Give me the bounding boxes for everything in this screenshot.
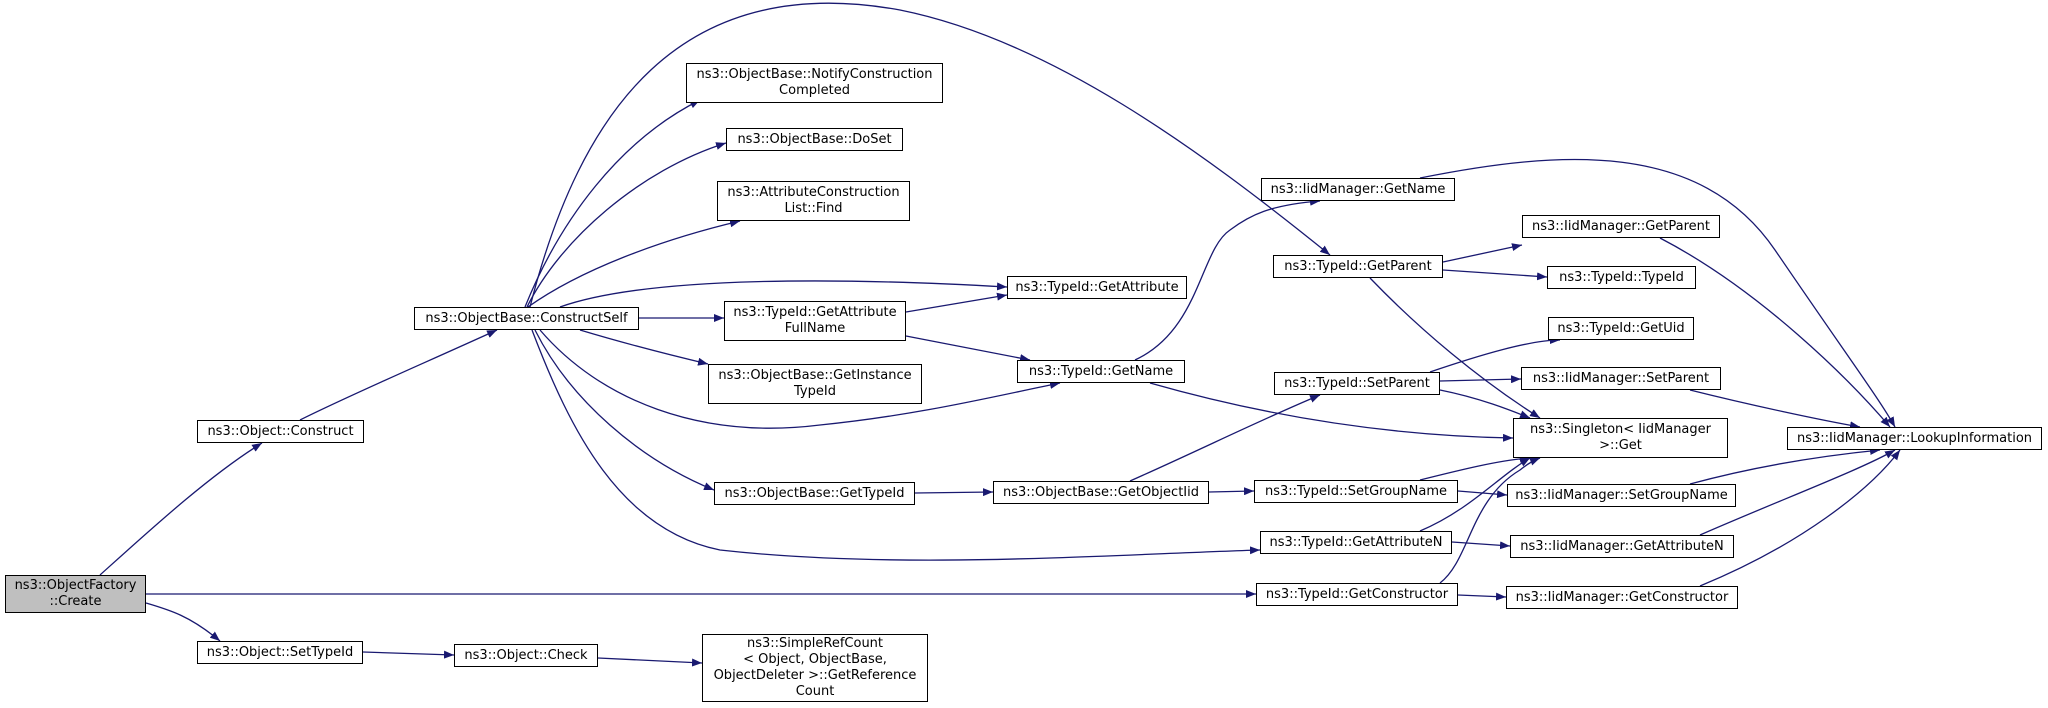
edge-getparent-to-iidgetparent (1442, 243, 1523, 263)
node-typeid-getname[interactable]: ns3::TypeId::GetName (1017, 360, 1185, 383)
node-objectbase-getobjectiid[interactable]: ns3::ObjectBase::GetObjectIid (993, 481, 1209, 504)
node-iidmanager-getname[interactable]: ns3::IidManager::GetName (1261, 178, 1455, 201)
node-typeid-getattributefullname[interactable]: ns3::TypeId::GetAttribute FullName (724, 301, 906, 341)
node-iidmanager-setparent[interactable]: ns3::IidManager::SetParent (1521, 367, 1721, 390)
node-iidmanager-lookupinformation[interactable]: ns3::IidManager::LookupInformation (1787, 427, 2042, 450)
node-typeid-getconstructor[interactable]: ns3::TypeId::GetConstructor (1256, 583, 1458, 606)
node-object-settypeid[interactable]: ns3::Object::SetTypeId (197, 641, 363, 664)
edge-setparent-to-iidsetparent (1439, 375, 1522, 384)
edge-iidgetname-to-lookup (1419, 158, 1896, 428)
edge-layer (99, 2, 1901, 667)
node-attributeconstructionlist-find[interactable]: ns3::AttributeConstruction List::Find (717, 181, 910, 221)
node-iidmanager-getattributen[interactable]: ns3::IidManager::GetAttributeN (1510, 535, 1734, 558)
node-objectbase-getinstancetypeid[interactable]: ns3::ObjectBase::GetInstance TypeId (708, 364, 922, 404)
edge-create-to-settypeid (145, 602, 221, 642)
node-objectbase-notifyconstructioncompleted[interactable]: ns3::ObjectBase::NotifyConstruction Comp… (686, 63, 943, 103)
node-typeid-typeid[interactable]: ns3::TypeId::TypeId (1547, 266, 1696, 289)
edge-getattributen-to-iidgetattributen (1451, 541, 1511, 550)
edge-constructself-to-getinstancetypeid (579, 329, 709, 366)
node-typeid-getattribute[interactable]: ns3::TypeId::GetAttribute (1007, 276, 1187, 299)
node-typeid-getparent[interactable]: ns3::TypeId::GetParent (1273, 255, 1443, 278)
node-iidmanager-getconstructor[interactable]: ns3::IidManager::GetConstructor (1506, 586, 1738, 609)
edge-constructself-to-gettypeid (534, 329, 715, 491)
node-simplerefcount-getreferencecount[interactable]: ns3::SimpleRefCount < Object, ObjectBase… (702, 634, 928, 702)
edge-getattributen-to-singleton (1419, 457, 1531, 532)
edge-getparent-to-singleton (1369, 277, 1541, 419)
node-singleton-iidmanager-get[interactable]: ns3::Singleton< IidManager >::Get (1513, 418, 1728, 458)
edge-gettypeid-to-getobjectiid (914, 488, 994, 497)
edge-constructself-to-notify (524, 99, 701, 308)
edge-getname-to-iidgetname (1134, 197, 1321, 361)
edge-getconstructor-to-iidgetconstructor (1457, 592, 1507, 601)
node-object-construct[interactable]: ns3::Object::Construct (197, 420, 364, 443)
edge-setparent-to-singleton (1439, 389, 1531, 419)
node-objectbase-gettypeid[interactable]: ns3::ObjectBase::GetTypeId (714, 482, 915, 505)
edge-check-to-getreferencecount (597, 657, 703, 667)
edge-construct-to-constructself (299, 329, 498, 421)
edge-iidgetparent-to-lookup (1659, 237, 1891, 428)
edge-iidgetconstructor-to-lookup (1699, 449, 1901, 587)
edge-constructself-to-getattributen (531, 329, 1261, 561)
node-typeid-setgroupname[interactable]: ns3::TypeId::SetGroupName (1254, 480, 1458, 503)
edge-constructself-to-find (527, 219, 741, 308)
edge-getattributefullname-to-getname (905, 335, 1031, 363)
node-iidmanager-setgroupname[interactable]: ns3::IidManager::SetGroupName (1507, 484, 1736, 507)
edge-getparent-to-typeid (1442, 269, 1548, 281)
edge-setparent-to-getuid (1429, 336, 1561, 373)
edge-constructself-to-doset (526, 142, 727, 308)
node-objectbase-doset[interactable]: ns3::ObjectBase::DoSet (726, 128, 903, 151)
node-object-check[interactable]: ns3::Object::Check (454, 644, 598, 667)
node-typeid-getattributen[interactable]: ns3::TypeId::GetAttributeN (1260, 531, 1452, 554)
edge-getobjectiid-to-setgroupname (1208, 487, 1255, 496)
edge-getattributefullname-to-getattribute (905, 292, 1008, 313)
edge-constructself-to-getattribute (559, 280, 1008, 308)
edge-constructself-to-getparent (529, 2, 1331, 308)
edge-getobjectiid-to-setparent (1129, 394, 1321, 482)
node-typeid-getuid[interactable]: ns3::TypeId::GetUid (1548, 317, 1694, 340)
edge-getname-to-singleton (1149, 382, 1514, 442)
node-objectbase-constructself[interactable]: ns3::ObjectBase::ConstructSelf (414, 307, 639, 330)
node-iidmanager-getparent[interactable]: ns3::IidManager::GetParent (1522, 215, 1720, 238)
edge-constructself-to-getname (539, 329, 1061, 429)
edge-iidsetgroupname-to-lookup (1689, 447, 1881, 485)
edge-settypeid-to-check (362, 650, 455, 659)
node-objectfactory-create[interactable]: ns3::ObjectFactory ::Create (5, 575, 146, 613)
edge-iidsetparent-to-lookup (1689, 389, 1861, 430)
edge-create-to-construct (99, 442, 263, 576)
edge-getconstructor-to-singleton (1439, 457, 1541, 584)
edge-iidgetattributen-to-lookup (1699, 449, 1896, 536)
node-typeid-setparent[interactable]: ns3::TypeId::SetParent (1274, 372, 1440, 395)
